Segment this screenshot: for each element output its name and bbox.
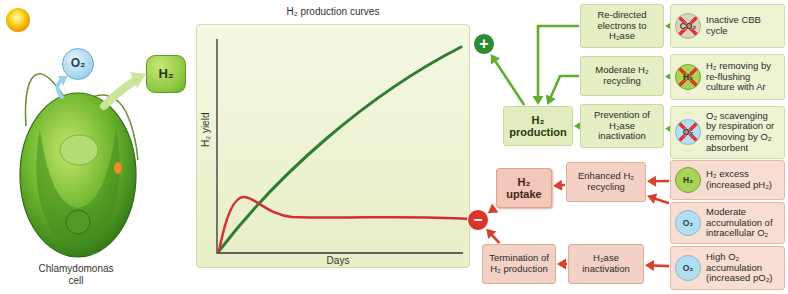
gas-icon: O₂ xyxy=(675,255,701,281)
axis-label: H₂ yield xyxy=(200,105,212,155)
mechanism-box: Prevention of H₂ase inactivation xyxy=(580,104,664,148)
node-text: − xyxy=(473,211,482,229)
mechanism-box: H₂ase inactivation xyxy=(568,244,644,284)
crossed-icon: CO₂ xyxy=(675,13,701,39)
connector-line xyxy=(655,180,669,183)
condition-box: High O₂ accumulation (increased pO₂) O₂ xyxy=(670,246,785,290)
connector-line xyxy=(495,61,524,105)
outcome-box: H₂ production xyxy=(503,106,573,146)
node-text: + xyxy=(479,35,488,53)
cell-body xyxy=(20,93,136,257)
node-text: Termination of H₂ production xyxy=(487,253,551,274)
production-curves xyxy=(197,25,471,269)
h2-release-arrow xyxy=(104,80,136,106)
mechanism-box: Re-directed electrons to H₂ase xyxy=(580,4,664,48)
gas-icon: O₂ xyxy=(675,210,701,236)
chart-panel: H₂ production curves xyxy=(196,24,470,268)
node-text: O₂ xyxy=(683,219,693,228)
node-text: O₂ scavenging by respiration or removing… xyxy=(706,111,780,154)
condition-box: Moderate accumulation of intracellular O… xyxy=(670,202,785,244)
arrow-head xyxy=(130,72,146,88)
node-text: H₂ xyxy=(683,176,693,185)
node-text: H₂ removing by re-flushing culture with … xyxy=(706,61,780,93)
arrow-head xyxy=(486,229,496,239)
condition-box: H₂ removing by re-flushing culture with … xyxy=(670,54,785,100)
connector xyxy=(647,176,669,187)
arrow-head xyxy=(557,259,566,270)
node-text: Enhanced H₂ recycling xyxy=(571,171,641,192)
node-text: H₂ xyxy=(158,67,173,82)
production-curve xyxy=(219,47,461,251)
connector xyxy=(491,54,525,105)
arrow-head xyxy=(533,96,544,105)
arrow-head xyxy=(546,95,556,105)
sun-symbol xyxy=(6,8,30,32)
gas-icon: H₂ xyxy=(675,167,701,193)
connector-line xyxy=(492,235,500,243)
connector xyxy=(546,76,579,105)
connector-line xyxy=(653,264,669,267)
mechanism-box: Moderate H₂ recycling xyxy=(580,56,664,96)
node-text: High O₂ accumulation (increased pO₂) xyxy=(706,252,780,284)
node-text: Inactive CBB cycle xyxy=(706,15,780,36)
condition-box: O₂ scavenging by respiration or removing… xyxy=(670,106,785,159)
connector xyxy=(486,229,499,243)
arrow-head xyxy=(553,180,562,191)
node-text: H₂ production xyxy=(508,114,568,139)
node-text: Moderate accumulation of intracellular O… xyxy=(706,207,780,239)
arrow-head xyxy=(645,260,654,271)
connector-line xyxy=(655,198,669,203)
connector xyxy=(557,259,567,270)
node-text: O₂ xyxy=(683,128,693,137)
minus-circle: − xyxy=(467,209,489,231)
node-text: Re-directed electrons to H₂ase xyxy=(585,10,659,42)
chloroplast xyxy=(36,130,119,250)
arrow-head xyxy=(491,54,501,65)
connector-line xyxy=(551,76,580,98)
node-text: O₂ xyxy=(683,264,693,273)
mechanism-box: Termination of H₂ production xyxy=(482,244,556,284)
connector xyxy=(645,260,669,271)
mechanism-box: Enhanced H₂ recycling xyxy=(566,162,646,202)
axis-label: Days xyxy=(306,255,370,267)
node-text: H₂ase inactivation xyxy=(573,253,639,274)
condition-box: Inactive CBB cycle CO₂ xyxy=(670,4,785,48)
arrow-head xyxy=(647,194,657,204)
eyespot xyxy=(114,162,122,174)
h2-bubble: H₂ xyxy=(146,55,186,93)
uptake-curve xyxy=(219,197,469,251)
connector xyxy=(533,26,580,105)
connector xyxy=(647,194,669,204)
nucleus xyxy=(60,135,98,165)
outcome-box: H₂ uptake xyxy=(496,168,552,208)
cell-label: Chlamydomonas cell xyxy=(30,263,122,286)
node-text: H₂ production curves xyxy=(197,6,469,17)
plus-circle: + xyxy=(473,33,495,55)
node-text: O₂ xyxy=(71,57,86,70)
node-text: H₂ uptake xyxy=(501,176,547,201)
o2-bubble: O₂ xyxy=(62,48,94,80)
node-text: Moderate H₂ recycling xyxy=(585,65,659,86)
node-text: H₂ excess (increased pH₂) xyxy=(706,169,780,190)
crossed-icon: H₂ xyxy=(675,64,701,90)
condition-box: H₂ excess (increased pH₂) H₂ xyxy=(670,160,785,200)
crossed-icon: O₂ xyxy=(675,119,701,145)
pyrenoid xyxy=(66,210,90,234)
connector xyxy=(553,180,565,191)
chart-axes xyxy=(217,39,463,253)
connector-line xyxy=(538,26,579,97)
arrow-head xyxy=(58,76,68,86)
node-text: H₂ xyxy=(683,73,693,82)
node-text: CO₂ xyxy=(680,22,697,31)
node-text: Prevention of H₂ase inactivation xyxy=(585,110,659,142)
arrow-head xyxy=(647,176,656,187)
